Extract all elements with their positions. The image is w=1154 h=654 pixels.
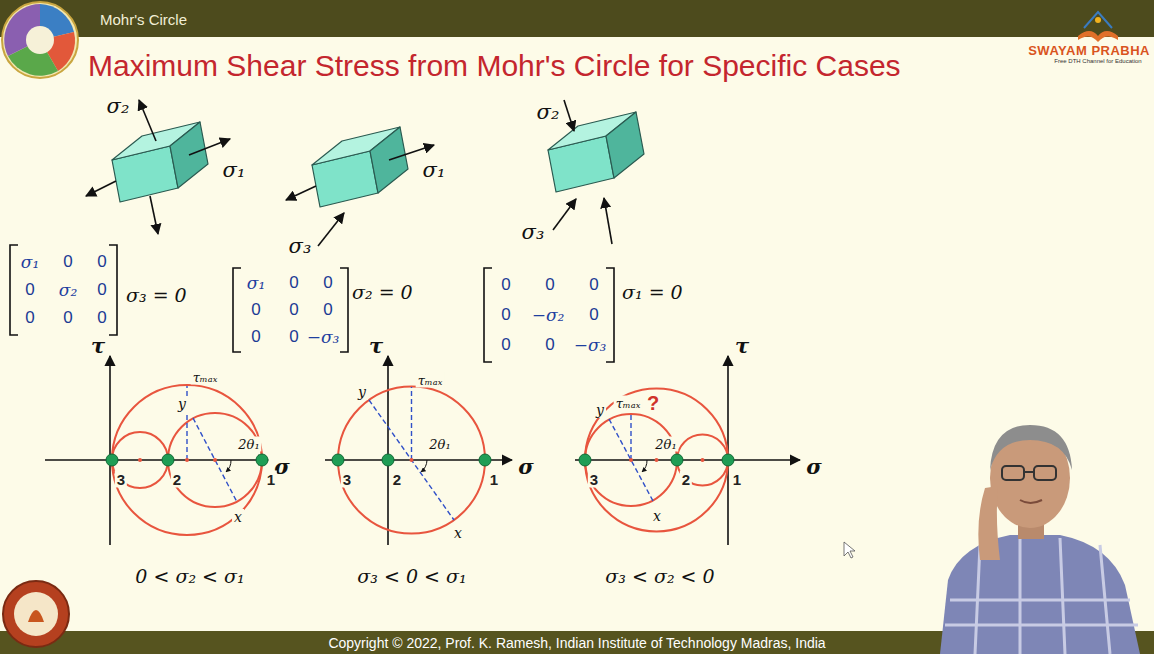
- zero-stress-note: σ₁ = 0: [622, 281, 683, 303]
- stress-label: σ₂: [107, 94, 130, 118]
- axis-label: σ: [516, 454, 535, 479]
- plane-label: x: [651, 508, 663, 524]
- zero-stress-note: σ₃ = 0: [126, 284, 187, 306]
- axis-label: τ: [89, 333, 107, 358]
- stress-condition: σ₃ < σ₂ < 0: [605, 565, 714, 587]
- point-number: 1: [265, 471, 277, 488]
- plane-label: x: [452, 525, 464, 541]
- zero-stress-note: σ₂ = 0: [352, 281, 413, 303]
- point-number: 3: [588, 471, 600, 488]
- logo-text: SWAYAM PRABHA: [1028, 43, 1150, 58]
- plot-annotation: 2θ₁: [653, 437, 678, 452]
- point-number: 1: [488, 471, 500, 488]
- matrix-cell: 0: [251, 300, 260, 320]
- stress-condition: σ₃ < 0 < σ₁: [357, 565, 466, 587]
- axis-label: σ: [804, 454, 823, 479]
- matrix-bracket: [10, 245, 614, 362]
- matrix-cell: 0: [97, 280, 106, 300]
- point-number: 3: [341, 471, 353, 488]
- matrix-cell: 0: [63, 308, 72, 328]
- mohr-circle-plot: [575, 356, 800, 545]
- stress-label: σ₁: [223, 158, 246, 182]
- matrix-cell: −σ₃: [307, 327, 340, 347]
- plot-annotation: 2θ₁: [236, 437, 261, 452]
- matrix-cell: 0: [545, 275, 554, 295]
- matrix-cell: 0: [63, 252, 72, 272]
- stress-label: σ₃: [289, 234, 312, 258]
- matrix-cell: −σ₂: [532, 305, 565, 325]
- point-number: 2: [171, 471, 183, 488]
- swayam-logo: [1078, 12, 1118, 42]
- stress-arrows: [286, 145, 434, 246]
- matrix-cell: 0: [545, 335, 554, 355]
- mohr-circle-plot: [325, 356, 512, 545]
- stress-arrows: [86, 100, 230, 234]
- matrix-cell: 0: [25, 280, 34, 300]
- matrix-cell: 0: [501, 275, 510, 295]
- matrix-cell: 0: [97, 308, 106, 328]
- matrix-cell: 0: [289, 327, 298, 347]
- course-logo: [2, 2, 78, 78]
- matrix-cell: σ₂: [59, 280, 77, 300]
- matrix-cell: 0: [323, 273, 332, 293]
- copyright-text: Copyright © 2022, Prof. K. Ramesh, India…: [328, 635, 825, 651]
- plot-annotation: 2θ₁: [427, 437, 452, 452]
- logo-tagline: Free DTH Channel for Education: [1054, 58, 1141, 64]
- matrix-cell: 0: [289, 300, 298, 320]
- header-text: Mohr's Circle: [100, 11, 187, 28]
- matrix-cell: σ₁: [247, 273, 265, 293]
- plane-label: y: [356, 384, 368, 400]
- matrix-cell: 0: [289, 273, 298, 293]
- axis-label: τ: [367, 333, 385, 358]
- matrix-cell: 0: [97, 252, 106, 272]
- plane-label: x: [232, 509, 244, 525]
- stress-cube: [548, 112, 644, 192]
- point-number: 2: [391, 471, 403, 488]
- matrix-cell: −σ₃: [574, 335, 607, 355]
- matrix-cell: 0: [25, 308, 34, 328]
- plane-label: y: [594, 402, 606, 418]
- matrix-cell: 0: [323, 300, 332, 320]
- matrix-cell: 0: [589, 275, 598, 295]
- axis-label: τ: [733, 333, 751, 358]
- header-bar: [0, 0, 1154, 37]
- slide-title: Maximum Shear Stress from Mohr's Circle …: [88, 49, 901, 83]
- question-mark: ?: [645, 392, 661, 415]
- mouse-cursor: [844, 542, 855, 558]
- stress-label: σ₁: [423, 158, 446, 182]
- matrix-cell: σ₁: [21, 252, 39, 272]
- plot-annotation: τₘₐₓ: [416, 373, 445, 388]
- matrix-cell: 0: [501, 335, 510, 355]
- stress-arrows: [553, 100, 612, 244]
- plot-annotation: τₘₐₓ: [191, 370, 220, 385]
- matrix-cell: 0: [251, 327, 260, 347]
- stress-condition: 0 < σ₂ < σ₁: [135, 565, 244, 587]
- stress-label: σ₃: [522, 220, 545, 244]
- stress-cube: [112, 122, 208, 202]
- institute-logo: [3, 581, 69, 647]
- matrix-cell: 0: [501, 305, 510, 325]
- plot-annotation: τₘₐₓ: [614, 396, 643, 411]
- mohr-circle-plot: [45, 356, 268, 545]
- stress-label: σ₂: [537, 100, 560, 124]
- point-number: 2: [680, 471, 692, 488]
- presenter-photo: [940, 425, 1140, 654]
- point-number: 1: [731, 471, 743, 488]
- stress-cube: [312, 127, 408, 207]
- plane-label: y: [176, 396, 188, 412]
- matrix-cell: 0: [589, 305, 598, 325]
- point-number: 3: [115, 471, 127, 488]
